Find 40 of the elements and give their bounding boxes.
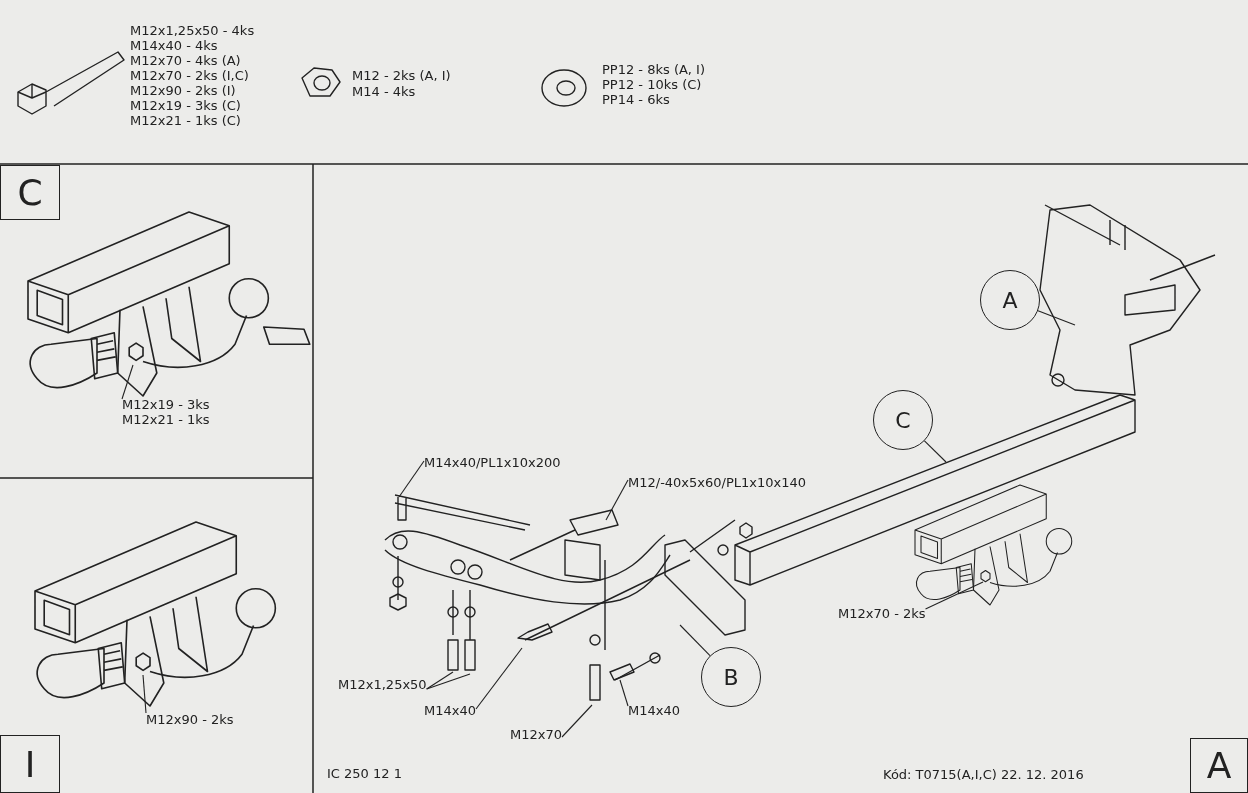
part-list-text: M12x70 - 2ks (I,C): [130, 68, 249, 83]
callout-text: M12x70: [510, 727, 562, 742]
code-date-text: Kód: T0715(A,I,C) 22. 12. 2016: [883, 767, 1084, 782]
leader-line: [121, 364, 134, 400]
leader-line: [925, 581, 984, 610]
part-list-text: M12x19 - 3ks (C): [130, 98, 241, 113]
part-list-text: M14 - 4ks: [352, 84, 416, 99]
callout-text: M12x19 - 3ks M12x21 - 1ks: [122, 397, 210, 427]
part-list-text: PP12 - 8ks (A, I): [602, 62, 706, 77]
drawing-number: IC 250 12 1: [327, 766, 402, 781]
callout-text: M14x40/PL1x10x200: [424, 455, 561, 470]
leader-line: [475, 647, 523, 710]
leader-line: [605, 479, 629, 521]
part-list-text: M12x1,25x50 - 4ks: [130, 23, 255, 38]
part-list-text: PP12 - 10ks (C): [602, 77, 702, 92]
callout-text: M12/-40x5x60/PL1x10x140: [628, 475, 807, 490]
callout-text: M12x1,25x50: [338, 677, 427, 692]
leader-line: [142, 674, 147, 714]
leader-line: [561, 704, 593, 738]
detail-letter: C: [0, 165, 60, 220]
callout-text: M14x40: [628, 703, 680, 718]
part-list-text: M12x70 - 4ks (A): [130, 53, 241, 68]
leader-line: [426, 673, 471, 690]
leader-line: [1037, 310, 1076, 326]
leader-line: [398, 460, 425, 498]
detail-letter: A: [1190, 738, 1248, 793]
part-list-text: PP14 - 6ks: [602, 92, 670, 107]
callout-text: M12x70 - 2ks: [838, 606, 926, 621]
leader-line: [619, 679, 629, 707]
tow-hitch-drawing: [914, 484, 1073, 606]
part-list-text: M12x21 - 1ks (C): [130, 113, 241, 128]
callout-text: M12x90 - 2ks: [146, 712, 234, 727]
leader-line: [923, 440, 947, 463]
callout-text: M14x40: [424, 703, 476, 718]
part-list-text: M12x90 - 2ks (I): [130, 83, 236, 98]
leader-line: [679, 624, 711, 657]
part-list-text: M14x40 - 4ks: [130, 38, 218, 53]
leader-line: [426, 671, 454, 690]
part-list-text: M12 - 2ks (A, I): [352, 68, 451, 83]
detail-letter: I: [0, 735, 60, 793]
